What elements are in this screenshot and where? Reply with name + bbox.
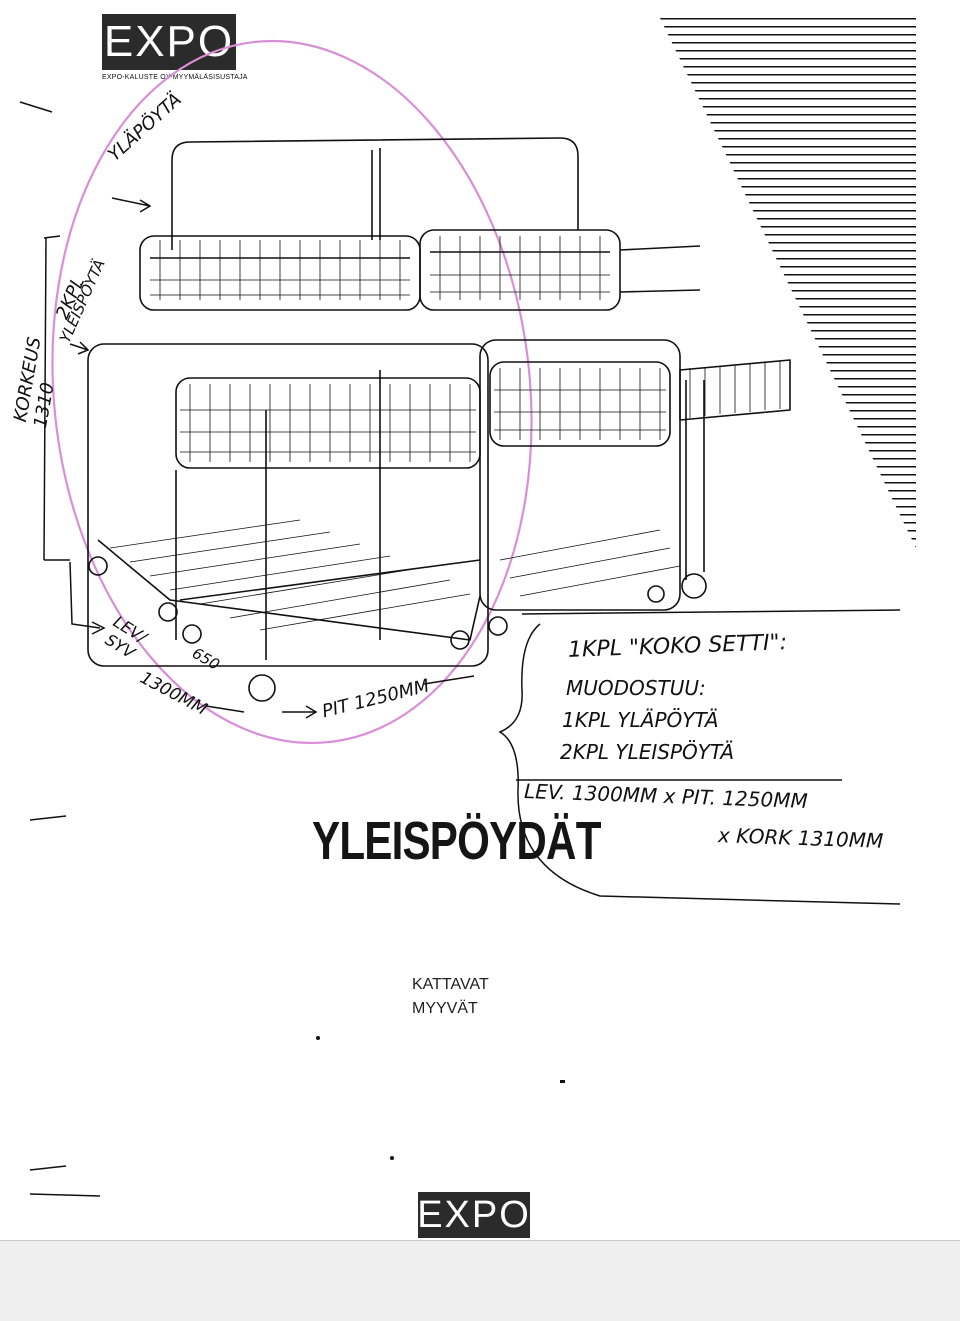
wheel	[681, 573, 707, 599]
wheel	[450, 630, 470, 650]
scan-edge	[0, 1240, 960, 1321]
wheel	[248, 674, 276, 702]
arrow-icon	[423, 675, 475, 685]
logo-text: EXPO	[103, 17, 235, 66]
expo-logo-bottom: EXPO	[417, 1192, 531, 1238]
wheel	[88, 556, 108, 576]
arrow-icon	[69, 341, 90, 355]
lower-basket-left	[175, 377, 481, 469]
logo-text-bottom: EXPO	[417, 1194, 531, 1236]
note-line-2: MUODOSTUU:	[566, 676, 706, 700]
lower-table-right	[479, 339, 681, 611]
bracket-icon	[43, 235, 70, 561]
arrow-icon	[91, 621, 106, 635]
lower-basket-right	[489, 361, 671, 447]
scan-speck	[316, 1036, 320, 1040]
page-title: YLEISPÖYDÄT	[312, 811, 601, 871]
wheel	[182, 624, 202, 644]
note-line-3: 1KPL YLÄPÖYTÄ	[562, 708, 719, 732]
lower-table-left	[87, 343, 489, 667]
scan-speck	[390, 1156, 394, 1160]
circle-mark-icon	[51, 39, 533, 745]
note-line-4: 2KPL YLEISPÖYTÄ	[560, 740, 735, 764]
upper-basket-right	[419, 229, 621, 311]
upper-table-frame	[171, 137, 579, 250]
scan-speck	[560, 1080, 565, 1083]
wheel	[647, 585, 665, 603]
arrow-icon	[205, 705, 318, 719]
subtitle-line-2: MYYVÄT	[412, 1000, 478, 1017]
arrow-icon	[111, 197, 152, 213]
wheel	[488, 616, 508, 636]
bracket-icon	[498, 623, 901, 905]
subtitle-line-1: KATTAVAT	[412, 976, 489, 993]
wheel	[158, 602, 178, 622]
expo-logo-top: EXPO	[102, 14, 236, 70]
company-tagline: EXPO-KALUSTE OY-MYYMÄLÄSISUSTAJA	[102, 74, 248, 81]
